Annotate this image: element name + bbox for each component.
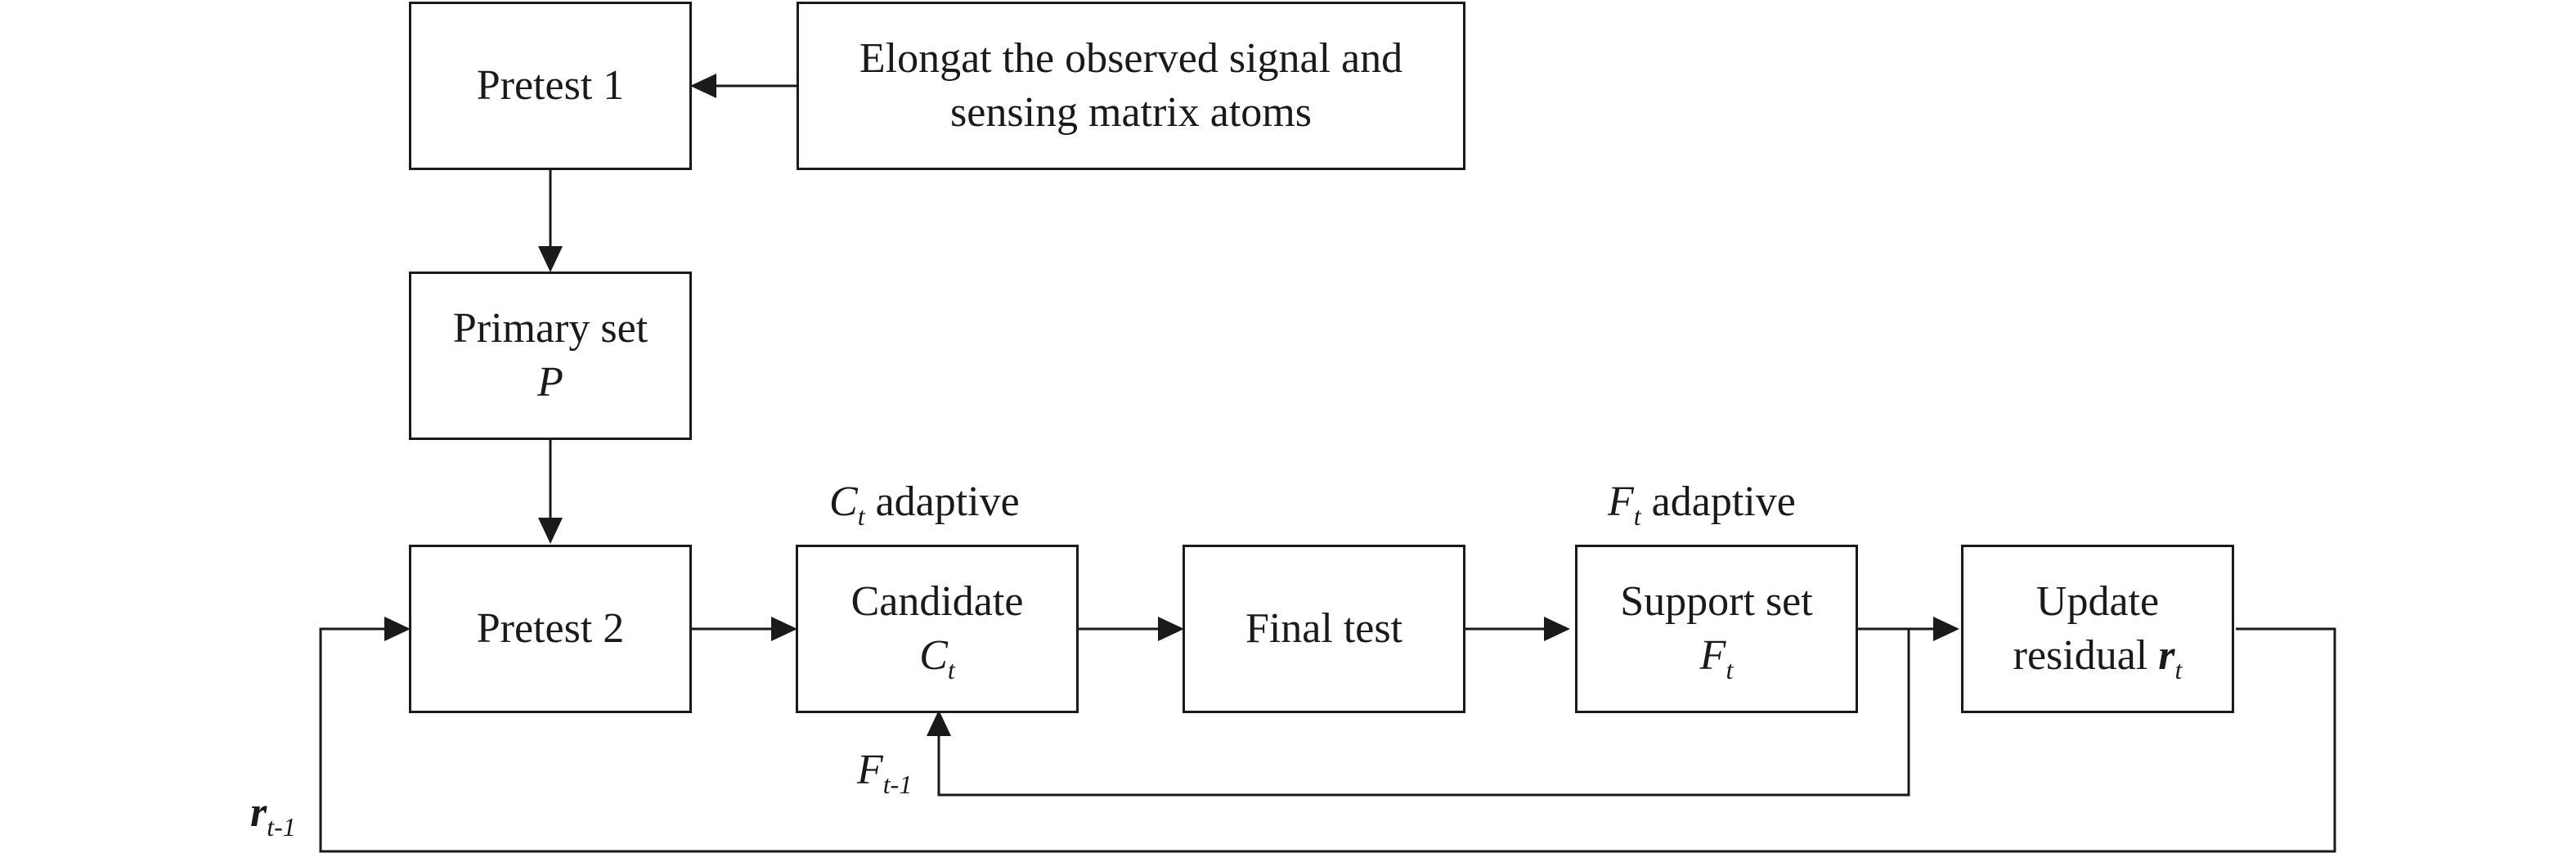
residual-subscript: t [2174,655,2183,685]
feedback-f-prev [937,629,1910,797]
ct-adaptive-symbol: C [829,478,858,525]
update-residual-box: Update residual rt [1961,545,2234,713]
pretest1-box: Pretest 1 [409,2,692,170]
candidate-symbol-group: Ct [919,629,955,683]
arrowhead-update-left [1933,617,1959,641]
ft-adaptive-label: Ft adaptive [1608,478,1796,529]
arrowhead-candidate-bottom [927,710,951,736]
elongate-line1: Elongat the observed signal and [859,35,1403,82]
final-test-label: Final test [1245,605,1403,652]
arrowhead-pretest2-top [538,518,563,544]
ft-adaptive-text: adaptive [1640,478,1796,525]
ct-adaptive-text: adaptive [864,478,1020,525]
primary-set-label: Primary set [452,305,648,352]
support-set-symbol: F [1699,632,1726,679]
arrowhead-primary-top [538,246,563,272]
ft-adaptive-symbol: F [1608,478,1634,525]
elongate-box: Elongat the observed signal and sensing … [797,2,1465,170]
candidate-subscript: t [947,655,955,685]
ct-adaptive-label: Ct adaptive [829,478,1020,529]
pretest2-box: Pretest 2 [409,545,692,713]
r-prev-subscript: t-1 [267,812,296,842]
f-prev-label: Ft-1 [857,746,912,797]
candidate-label: Candidate [850,578,1024,625]
ft-adaptive-subscript: t [1633,501,1641,531]
arrowhead-candidate-left [771,617,797,641]
arrowhead-support-left [1544,617,1570,641]
elongate-line2: sensing matrix atoms [950,89,1312,136]
final-test-box: Final test [1183,545,1465,713]
arrowhead-pretest1-left [690,74,716,98]
pretest2-label: Pretest 2 [476,605,625,652]
arrowhead-final-left [1158,617,1184,641]
f-prev-symbol: F [857,747,883,793]
support-set-subscript: t [1726,655,1734,685]
candidate-symbol: C [919,632,948,679]
residual-label: residual [2013,632,2148,679]
pretest1-label: Pretest 1 [476,62,625,109]
primary-set-symbol: P [537,359,563,406]
ct-adaptive-subscript: t [857,501,865,531]
residual-symbol: r [2158,632,2175,679]
update-label: Update [2035,578,2160,625]
support-set-symbol-group: Ft [1700,629,1734,683]
candidate-box: Candidate Ct [796,545,1079,713]
feedback-r-prev [319,627,2336,853]
primary-set-box: Primary set P [409,272,692,440]
update-line2-group: residual rt [2013,629,2183,683]
support-set-box: Support set Ft [1575,545,1858,713]
support-set-label: Support set [1620,578,1813,625]
r-prev-symbol: r [250,789,267,836]
r-prev-label: rt-1 [250,788,296,840]
arrowhead-pretest2-left [384,617,411,641]
f-prev-subscript: t-1 [882,770,913,799]
